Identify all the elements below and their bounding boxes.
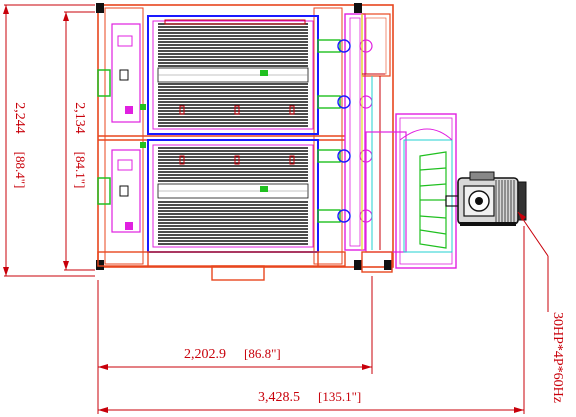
overall-width-imperial: [135.1"] (318, 389, 361, 404)
left-door-panel-bottom (111, 149, 141, 233)
valve-1 (317, 39, 373, 53)
dim-inner-height: 2,134 [84.1"] (72, 102, 88, 188)
dim-overall-height: 2,244 [88.4"] (12, 102, 28, 188)
overall-height-value: 2,244 (12, 102, 27, 134)
dim-overall-width: 3,428.5 [135.1"] (258, 389, 361, 405)
filter-bank-top (147, 15, 319, 135)
red-pins (164, 19, 306, 165)
motor-callout: 30HP*4P*60Hz (550, 312, 565, 403)
motor-callout-text: 30HP*4P*60Hz (550, 312, 565, 403)
motor (457, 171, 527, 226)
pipes (361, 14, 385, 250)
dimension-lines (3, 4, 549, 414)
green-markers (140, 70, 268, 192)
inner-width-imperial: [86.8"] (244, 346, 281, 361)
filter-bank-bottom (147, 139, 319, 253)
right-column (344, 13, 391, 251)
overall-height-imperial: [88.4"] (13, 152, 28, 189)
bottom-tray (97, 251, 393, 281)
frame-side-strips (104, 7, 343, 265)
filter-fins-bottom (158, 147, 308, 245)
motor-fins (495, 180, 515, 222)
inner-width-value: 2,202.9 (184, 347, 226, 362)
inner-height-value: 2,134 (72, 102, 87, 134)
inner-height-imperial: [84.1"] (73, 152, 88, 189)
left-door-panel-top (111, 23, 141, 123)
dim-inner-width: 2,202.9 [86.8"] (184, 346, 281, 362)
overall-width-value: 3,428.5 (258, 390, 300, 405)
fan-impeller (419, 151, 447, 249)
left-green-tabs (97, 69, 111, 205)
frame-corner-posts (96, 3, 392, 270)
